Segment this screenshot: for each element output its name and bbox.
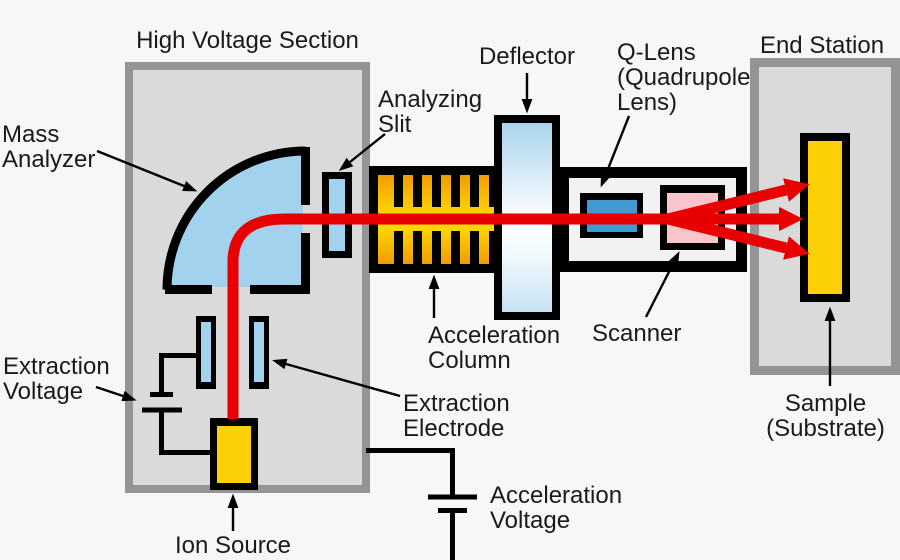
extraction-voltage-label-line1: Extraction [3, 353, 110, 380]
analyzing-slit-label-line1: Analyzing [378, 86, 483, 113]
ion-beam-arrow-lower [666, 213, 810, 260]
end-station-label: End Station [759, 32, 885, 59]
acceleration-voltage-circuit [366, 448, 477, 560]
analyzing-slit-label-line2: Slit [378, 111, 412, 138]
ion-beam-arrow-upper [666, 178, 810, 225]
acceleration-voltage-label-line2: Voltage [490, 507, 571, 534]
sample-substrate [800, 133, 850, 302]
extraction-electrode-label-line2: Electrode [403, 415, 505, 442]
acceleration-wire-top [366, 448, 455, 497]
q-lens-label-line3: Lens) [617, 89, 678, 116]
ion-source-label: Ion Source [174, 532, 292, 559]
ion-source [210, 418, 258, 490]
analyzing-slit-label: Analyzing Slit [378, 87, 482, 137]
extraction-voltage-arrow [95, 385, 137, 402]
mass-analyzer-sector [167, 151, 303, 287]
mass-analyzer-label-line2: Analyzer [2, 146, 96, 173]
acceleration-voltage-label: Acceleration Voltage [490, 483, 622, 533]
extraction-electrode-left [201, 322, 211, 382]
acceleration-column-fins [394, 175, 495, 264]
extraction-wire-bottom [159, 410, 210, 455]
sample-wafer [808, 141, 842, 294]
q-lens-label-line1: Q-Lens [617, 39, 696, 66]
mass-analyzer-arrow [96, 149, 198, 192]
sample-label-line2: (Substrate) [766, 415, 885, 442]
analyzing-slit-arrow [338, 133, 386, 171]
mass-analyzer-outer-arc [162, 146, 306, 290]
q-lens-label: Q-Lens (Quadrupole Lens) [617, 40, 750, 115]
acceleration-column-label: Acceleration Column [428, 323, 560, 373]
extraction-electrode-right [254, 322, 264, 382]
q-lens-arrow [600, 115, 631, 188]
sample-label-line1: Sample [784, 390, 867, 417]
extraction-electrode-label: Extraction Electrode [403, 391, 510, 441]
extraction-voltage-label-line2: Voltage [3, 378, 84, 405]
high-voltage-section-label: High Voltage Section [136, 27, 359, 54]
extraction-voltage-circuit [142, 353, 210, 455]
extraction-electrodes [196, 316, 269, 389]
acceleration-column-label-line2: Column [428, 347, 511, 374]
ion-beam [227, 178, 810, 419]
scanner-label: Scanner [592, 320, 682, 347]
mass-analyzer-label-line1: Mass [2, 121, 60, 148]
acceleration-column-label-line1: Acceleration [428, 322, 561, 349]
label-arrows [95, 73, 836, 531]
extraction-electrode-arrow [272, 358, 401, 398]
extraction-voltage-label: Extraction Voltage [3, 354, 110, 404]
sample-label: Sample (Substrate) [753, 391, 898, 441]
q-lens-label-line2: (Quadrupole [617, 64, 751, 91]
acceleration-voltage-label-line1: Acceleration [490, 482, 623, 509]
mass-analyzer [162, 146, 310, 294]
ion-beam-path [227, 213, 672, 419]
mass-analyzer-label: Mass Analyzer [2, 122, 95, 172]
ion-source-body [217, 426, 251, 483]
deflector-label: Deflector [478, 43, 576, 70]
extraction-electrode-label-line1: Extraction [403, 390, 510, 417]
extraction-wire-top [159, 353, 196, 394]
scanner-arrow [644, 251, 680, 318]
